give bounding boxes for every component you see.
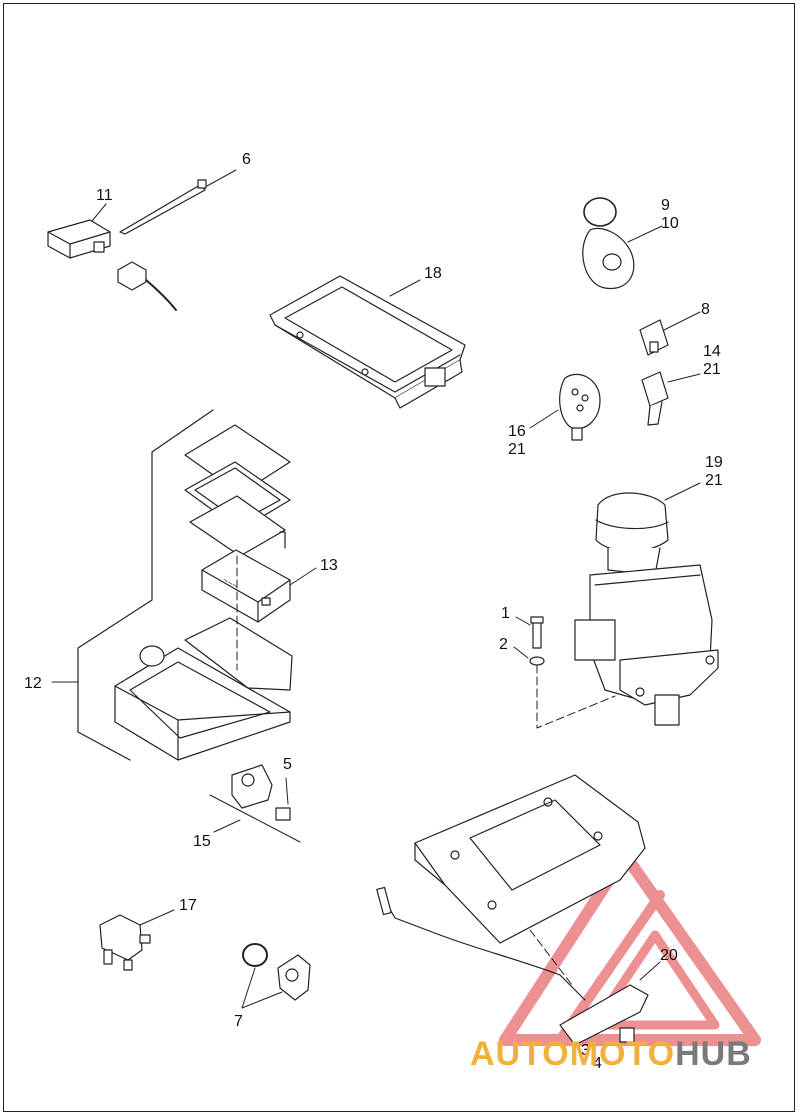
bracket-part — [559, 984, 649, 1046]
callout-21-fob: 21 — [508, 441, 526, 458]
sensor-part — [99, 914, 151, 971]
callout-17: 17 — [179, 897, 197, 914]
callout-5: 5 — [283, 756, 292, 773]
callout-9: 9 — [661, 197, 670, 214]
callout-13: 13 — [320, 557, 338, 574]
callout-14: 14 — [703, 343, 721, 360]
watermark-logo: AUTOMOTOHUB — [470, 1035, 752, 1074]
pressure-switch-part — [277, 954, 311, 1001]
adhesive-pad-part — [184, 424, 291, 557]
connector-part — [47, 219, 177, 311]
ignition-switch-part — [574, 492, 719, 726]
callout-20: 20 — [660, 947, 678, 964]
kit-bracket — [51, 409, 214, 761]
battery-part: ~~~ — [201, 549, 291, 623]
callout-4: 4 — [593, 1055, 602, 1072]
key-blank-part — [639, 319, 669, 356]
callout-8: 8 — [701, 301, 710, 318]
callout-6: 6 — [242, 151, 251, 168]
callout-21-switch: 21 — [705, 472, 723, 489]
callout-21-key: 21 — [703, 361, 721, 378]
control-module-part — [269, 275, 466, 409]
watermark-hub: HUB — [675, 1035, 752, 1073]
battery-case-part — [114, 617, 293, 761]
callout-12: 12 — [24, 675, 42, 692]
washer-part — [529, 656, 545, 666]
callout-15: 15 — [193, 833, 211, 850]
callout-3: 3 — [581, 1042, 590, 1059]
o-ring-part — [242, 943, 268, 967]
screw-part — [530, 616, 544, 649]
callout-16: 16 — [508, 423, 526, 440]
callout-1: 1 — [501, 605, 510, 622]
watermark-auto: AUTO — [470, 1035, 570, 1073]
mounting-plate-part — [376, 774, 646, 1001]
key-part — [641, 371, 669, 426]
callout-11: 11 — [96, 187, 113, 204]
callout-18: 18 — [424, 265, 442, 282]
callout-19: 19 — [705, 454, 723, 471]
key-fob-part — [582, 197, 635, 290]
callout-10: 10 — [661, 215, 679, 232]
pressure-sensor-part — [231, 764, 291, 821]
remote-fob-part — [559, 373, 601, 441]
watermark-moto: MOTO — [569, 1035, 676, 1073]
diagram-frame — [3, 3, 795, 1112]
callout-7: 7 — [234, 1013, 243, 1030]
callout-2: 2 — [499, 636, 508, 653]
cable-tie-part — [119, 179, 207, 235]
